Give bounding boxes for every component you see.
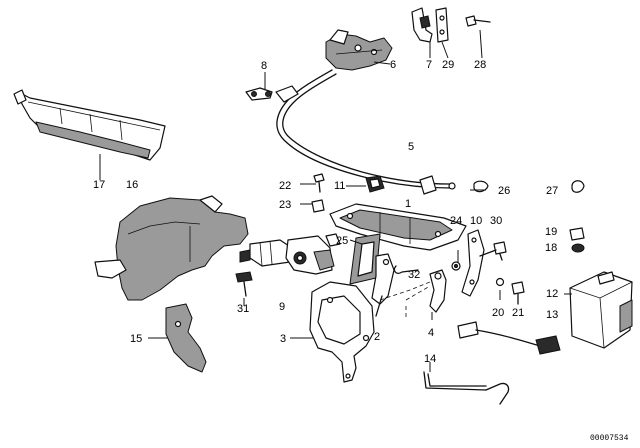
part-22-screw bbox=[313, 173, 325, 193]
callout-5: 5 bbox=[408, 141, 414, 153]
wiring-harness bbox=[457, 321, 561, 355]
callout-21: 21 bbox=[512, 307, 524, 319]
part-20-nut bbox=[495, 277, 505, 287]
part-12-control-module bbox=[569, 271, 633, 349]
callout-7: 7 bbox=[426, 59, 432, 71]
part-31-screw bbox=[235, 271, 253, 297]
part-15-bracket bbox=[165, 303, 207, 373]
callout-22: 22 bbox=[279, 180, 291, 192]
part-29-clip bbox=[435, 7, 449, 43]
leader-lines bbox=[99, 29, 572, 372]
part-18-grommet bbox=[571, 243, 585, 253]
part-11-knob bbox=[365, 175, 385, 193]
callout-1: 1 bbox=[405, 198, 411, 210]
callout-32: 32 bbox=[408, 269, 420, 281]
callout-16: 16 bbox=[126, 179, 138, 191]
callout-11: 11 bbox=[334, 180, 345, 192]
part-9-motor bbox=[239, 233, 341, 275]
part-8-pin bbox=[245, 87, 273, 101]
part-3-frame bbox=[309, 281, 375, 383]
part-7-clip bbox=[411, 7, 433, 43]
part-17-trim-panel bbox=[13, 89, 166, 161]
callout-28: 28 bbox=[474, 59, 486, 71]
callout-labels: 1 2 3 4 5 6 7 8 9 10 11 12 13 14 15 16 1… bbox=[93, 59, 629, 443]
callout-10: 10 bbox=[470, 215, 482, 227]
part-10-link bbox=[461, 229, 485, 297]
callout-19: 19 bbox=[545, 226, 557, 238]
part-19-cap bbox=[569, 227, 585, 241]
callout-8: 8 bbox=[261, 60, 267, 72]
part-2-linkage bbox=[371, 253, 431, 317]
callout-18: 18 bbox=[545, 242, 557, 254]
callout-29: 29 bbox=[442, 59, 454, 71]
part-21-screw bbox=[511, 281, 525, 305]
part-14-rod bbox=[423, 371, 510, 405]
part-27-clip bbox=[571, 180, 585, 193]
callout-17: 17 bbox=[93, 179, 105, 191]
callout-12: 12 bbox=[546, 288, 558, 300]
callout-4: 4 bbox=[428, 327, 434, 339]
callout-6: 6 bbox=[390, 59, 396, 71]
callout-15: 15 bbox=[130, 333, 142, 345]
callout-20: 20 bbox=[492, 307, 504, 319]
callout-24: 24 bbox=[450, 215, 462, 227]
callout-9: 9 bbox=[279, 301, 285, 313]
callout-31: 31 bbox=[237, 303, 249, 315]
part-1-main-bracket bbox=[329, 203, 467, 251]
drawing-code: 00007534 bbox=[590, 434, 629, 443]
part-6-upper-bracket bbox=[325, 29, 393, 71]
part-25-plate bbox=[349, 233, 381, 285]
part-32-clip bbox=[393, 265, 419, 274]
callout-3: 3 bbox=[280, 333, 286, 345]
part-24-washer bbox=[451, 261, 461, 271]
callout-13: 13 bbox=[546, 309, 558, 321]
callout-2: 2 bbox=[374, 331, 380, 343]
callout-27: 27 bbox=[546, 185, 558, 197]
part-23-nut bbox=[311, 199, 325, 213]
callout-23: 23 bbox=[279, 199, 291, 211]
part-30-screw bbox=[479, 241, 507, 261]
part-4-lever bbox=[405, 269, 447, 318]
callout-26: 26 bbox=[498, 185, 510, 197]
part-16-column-shroud bbox=[94, 195, 249, 301]
callout-30: 30 bbox=[490, 215, 502, 227]
part-28-screw bbox=[465, 15, 491, 27]
callout-25: 25 bbox=[336, 235, 348, 247]
part-5-cable bbox=[275, 69, 456, 195]
callout-14: 14 bbox=[424, 353, 436, 365]
